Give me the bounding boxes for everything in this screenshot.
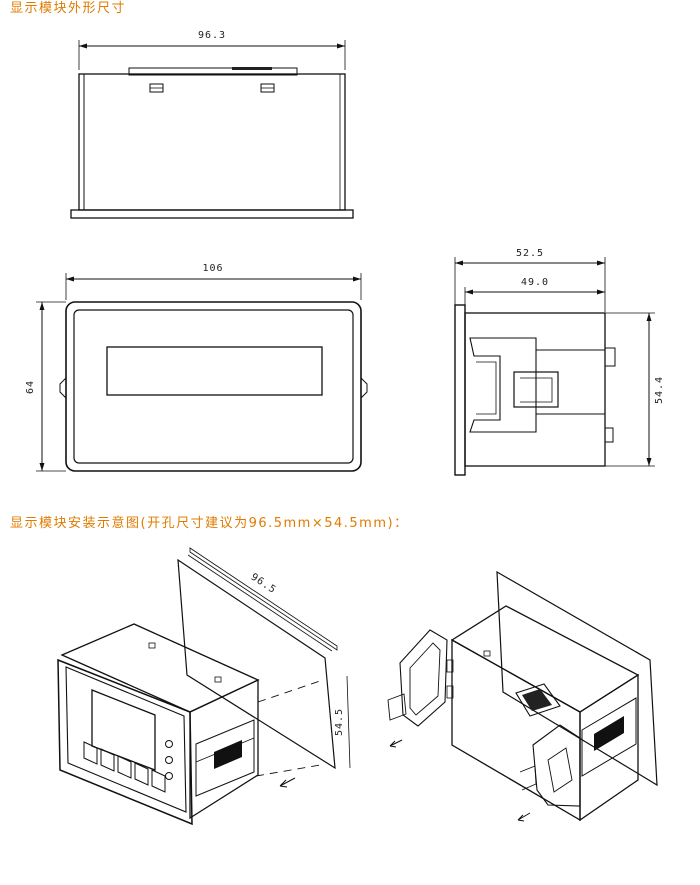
cutout-height-label: 54.5 (334, 708, 345, 736)
top-view: 96.3 (70, 30, 354, 219)
side-view: 52.5 49.0 54.4 (454, 248, 665, 476)
install-heading: 显示模块安装示意图(开孔尺寸建议为96.5mm×54.5mm)： (10, 516, 409, 531)
front-width-label: 106 (202, 263, 223, 274)
side-inner-label: 49.0 (521, 277, 549, 288)
install-clip-view (387, 570, 658, 822)
side-height-label: 54.4 (654, 376, 665, 404)
install-assembly-view: 96.5 54.5 (57, 547, 351, 826)
front-view: 106 64 (25, 263, 368, 472)
cutout-width-label: 96.5 (249, 572, 279, 597)
side-outer-label: 52.5 (516, 248, 544, 259)
outline-heading: 显示模块外形尺寸 (10, 1, 127, 16)
top-width-label: 96.3 (198, 30, 226, 41)
front-height-label: 64 (25, 380, 36, 394)
